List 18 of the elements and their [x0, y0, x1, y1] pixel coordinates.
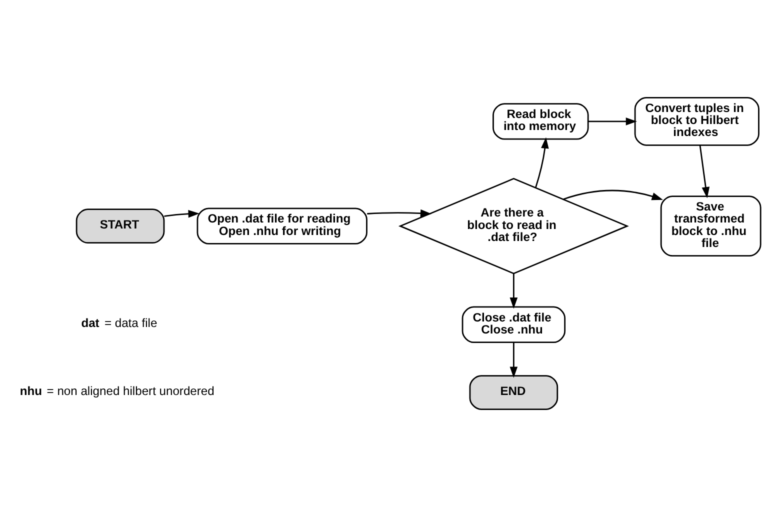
node-box: Read block into memory [492, 102, 589, 140]
arrow [699, 144, 710, 198]
label: dat = data file [81, 315, 158, 330]
node-box: START [76, 208, 165, 243]
node-box: END [469, 374, 558, 410]
node-box: Close .dat file Close .nhu [462, 306, 566, 343]
arrow [164, 209, 200, 218]
arrow [510, 342, 518, 378]
arrow [588, 117, 638, 125]
arrow [563, 189, 664, 200]
arrow [510, 273, 518, 308]
label: nhu = non aligned hilbert unordered [20, 383, 214, 398]
arrow [367, 208, 432, 217]
node-box: Convert tuples in block to Hilbert indexes [634, 96, 760, 146]
node-diamond: Are there a block to read in .dat file? [398, 177, 629, 274]
node-box: Open .dat file for reading Open .nhu for writing [196, 207, 368, 244]
node-box: Save transformed block to .nhu file [660, 195, 762, 256]
arrow [535, 136, 549, 188]
